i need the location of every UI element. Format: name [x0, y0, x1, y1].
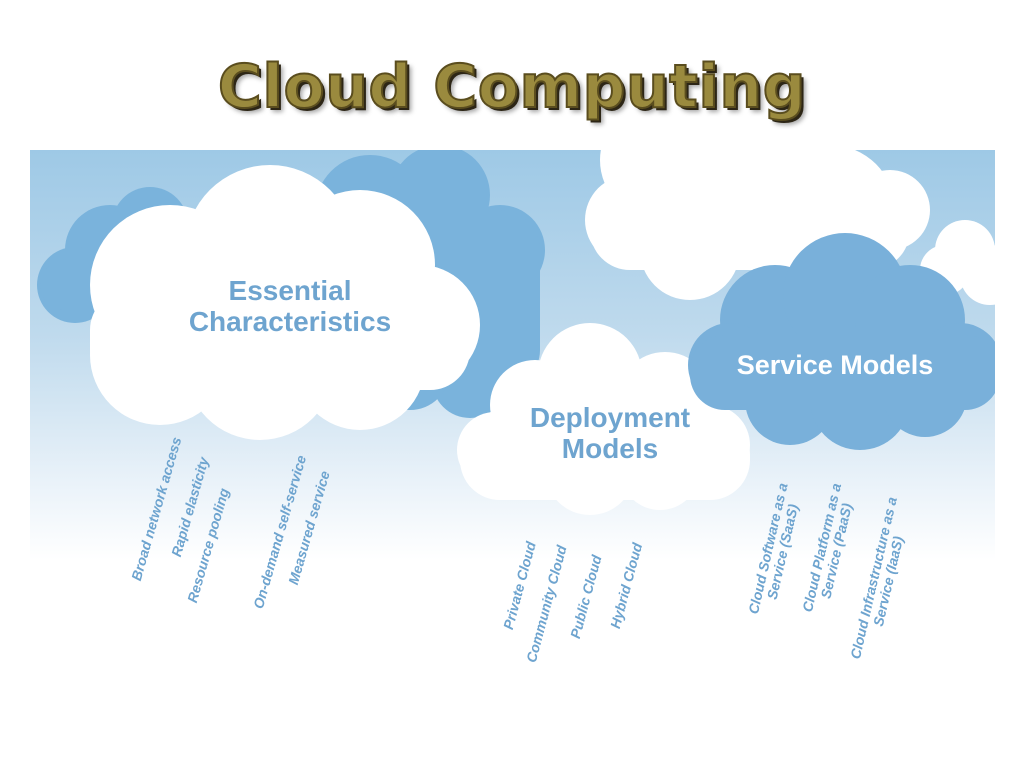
essential-heading-line2: Characteristics — [188, 306, 392, 338]
deployment-heading-line1: Deployment — [529, 402, 691, 433]
service-models-heading: Service Models — [736, 350, 934, 380]
white-cloud-small-right — [920, 220, 995, 305]
essential-heading-line1: Essential — [228, 275, 352, 306]
slide-title: Cloud Computing — [217, 51, 807, 123]
deployment-item-public-cloud: Public Cloud — [567, 553, 605, 641]
cloud-shapes — [37, 150, 995, 515]
service-cloud-shape — [688, 233, 995, 450]
deployment-cloud-shape — [457, 323, 750, 515]
essential-cloud-shape — [90, 165, 480, 440]
deployment-heading-line2: Models — [561, 433, 659, 465]
cloud-diagram: Essential Characteristics Deployment Mod… — [30, 150, 995, 560]
deployment-models-heading: Deployment Models — [470, 402, 750, 465]
essential-characteristics-heading: Essential Characteristics — [140, 275, 440, 338]
